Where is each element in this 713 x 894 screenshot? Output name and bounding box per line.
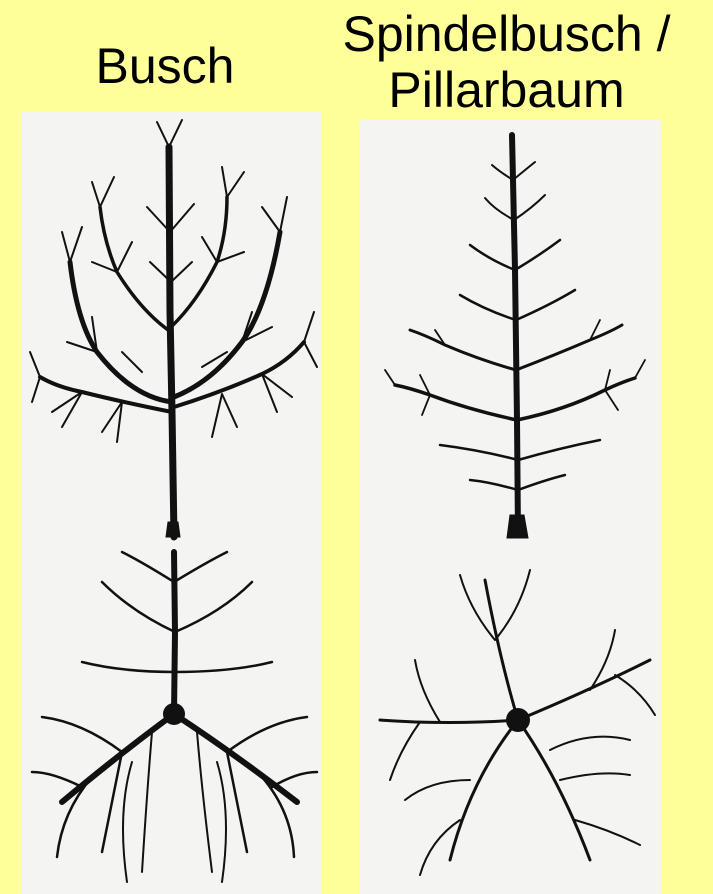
twig [390, 570, 655, 780]
trunk-base [507, 515, 528, 538]
low-branch-right [174, 342, 304, 407]
main-branch-left [70, 262, 172, 402]
title-line-2: Pillarbaum [300, 62, 713, 118]
title-line-1: Spindelbusch / [300, 6, 713, 62]
twig [227, 717, 317, 857]
busch-illustrations [22, 112, 322, 894]
spindelbusch-top-view [380, 570, 655, 875]
panel-spindelbusch [360, 120, 662, 894]
twig [405, 737, 640, 875]
twig [123, 732, 226, 882]
column-title-busch: Busch [20, 38, 310, 94]
column-title-spindelbusch: Spindelbusch / Pillarbaum [300, 6, 713, 118]
trunk [512, 135, 518, 535]
spindelbusch-illustrations [360, 120, 662, 894]
spindelbusch-side-view [385, 135, 645, 538]
busch-top-view [32, 552, 317, 882]
busch-side-view [30, 120, 317, 537]
trunk [169, 147, 174, 537]
panel-busch [22, 112, 322, 894]
trunk-base [166, 522, 180, 537]
scaffold-branch [380, 580, 650, 860]
